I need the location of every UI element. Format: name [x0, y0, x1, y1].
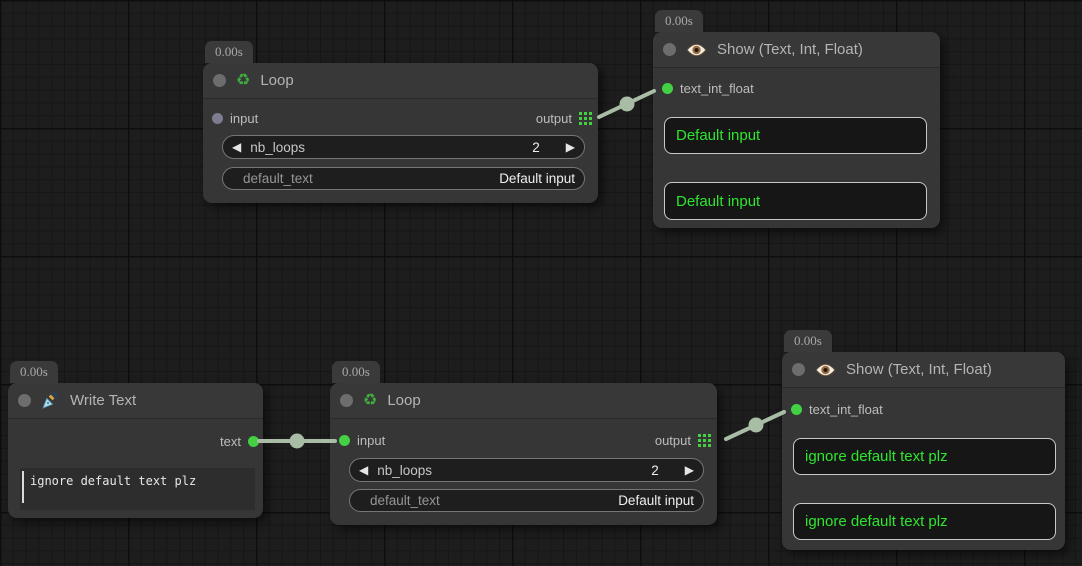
widget-label: nb_loops: [377, 462, 433, 478]
io-row: text_int_float: [791, 397, 1059, 421]
link-midpoint-dot[interactable]: [619, 96, 635, 112]
collapse-dot[interactable]: [663, 43, 676, 56]
widget-value: 2: [651, 462, 659, 478]
output-port[interactable]: [248, 435, 259, 447]
show-value-box[interactable]: Default input: [664, 182, 927, 220]
link-midpoint-dot[interactable]: [289, 433, 305, 449]
input-port[interactable]: [339, 434, 350, 446]
default-text-widget[interactable]: default_text Default input: [222, 167, 585, 190]
recycle-icon: ♻: [363, 391, 378, 409]
text-caret: [22, 471, 24, 503]
widget-label: default_text: [370, 493, 440, 508]
increment-arrow-icon[interactable]: ▶: [684, 463, 694, 477]
recycle-icon: ♻: [236, 71, 251, 89]
execution-time-badge: 0.00s: [784, 330, 832, 352]
show-value-text: ignore default text plz: [805, 513, 948, 530]
node-header[interactable]: ♻ Loop: [203, 63, 598, 99]
nb-loops-widget[interactable]: ◀ nb_loops 2 ▶: [222, 135, 585, 159]
node-show-top[interactable]: 0.00s Show (Text, Int, Float) text_int_f…: [653, 10, 940, 228]
node-title: Show (Text, Int, Float): [846, 361, 992, 378]
fountain-pen-icon: [42, 391, 59, 409]
node-show-bottom[interactable]: 0.00s Show (Text, Int, Float) text_int_f…: [782, 330, 1065, 550]
node-header[interactable]: Show (Text, Int, Float): [782, 352, 1065, 388]
node-title: Write Text: [70, 392, 137, 409]
collapse-dot[interactable]: [792, 363, 805, 376]
execution-time-badge: 0.00s: [332, 361, 380, 383]
link-loop-top-to-show-top: [597, 89, 656, 119]
output-grid-icon[interactable]: [579, 111, 592, 125]
link-midpoint-dot[interactable]: [748, 417, 764, 433]
decrement-arrow-icon[interactable]: ◀: [359, 463, 369, 477]
input-port-label: text_int_float: [680, 80, 754, 96]
nb-loops-widget[interactable]: ◀ nb_loops 2 ▶: [349, 458, 704, 482]
io-row: text: [17, 429, 259, 453]
input-port[interactable]: [662, 82, 673, 94]
execution-time-badge: 0.00s: [655, 10, 703, 32]
input-port-label: text_int_float: [809, 401, 883, 417]
widget-value: Default input: [499, 171, 575, 186]
widget-value: 2: [532, 139, 540, 155]
node-loop-bottom[interactable]: 0.00s ♻ Loop input output ◀ nb_loops 2 ▶…: [330, 361, 717, 525]
default-text-widget[interactable]: default_text Default input: [349, 489, 704, 512]
output-port-label: output: [654, 432, 691, 448]
input-port[interactable]: [212, 112, 223, 124]
show-value-box[interactable]: ignore default text plz: [793, 503, 1056, 540]
io-row: input output: [212, 106, 592, 130]
widget-label: default_text: [243, 171, 313, 186]
decrement-arrow-icon[interactable]: ◀: [232, 140, 242, 154]
input-port[interactable]: [791, 403, 802, 415]
show-value-text: Default input: [676, 192, 761, 210]
node-header[interactable]: Show (Text, Int, Float): [653, 32, 940, 68]
node-loop-top[interactable]: 0.00s ♻ Loop input output ◀ nb_loops 2 ▶…: [203, 41, 598, 203]
node-title: Loop: [260, 72, 294, 89]
link-loop-bottom-to-show-bottom: [724, 410, 786, 441]
output-port-label: output: [535, 110, 572, 126]
increment-arrow-icon[interactable]: ▶: [565, 140, 575, 154]
text-value: ignore default text plz: [30, 474, 197, 488]
node-title: Show (Text, Int, Float): [717, 41, 863, 58]
widget-value: Default input: [618, 493, 694, 508]
input-port-label: input: [357, 432, 386, 448]
eye-icon: [815, 363, 836, 376]
io-row: text_int_float: [662, 76, 934, 100]
node-header[interactable]: ♻ Loop: [330, 383, 717, 419]
text-input-area[interactable]: ignore default text plz: [20, 468, 255, 510]
output-port-label: text: [220, 433, 241, 449]
node-title: Loop: [387, 392, 421, 409]
io-row: input output: [339, 428, 711, 452]
collapse-dot[interactable]: [340, 394, 353, 407]
eye-icon: [686, 43, 707, 56]
collapse-dot[interactable]: [18, 394, 31, 407]
show-value-text: ignore default text plz: [805, 448, 948, 465]
input-port-label: input: [230, 110, 259, 126]
collapse-dot[interactable]: [213, 74, 226, 87]
output-grid-icon[interactable]: [698, 433, 711, 447]
widget-label: nb_loops: [250, 139, 306, 155]
show-value-text: Default input: [676, 127, 761, 144]
execution-time-badge: 0.00s: [10, 361, 58, 383]
node-write-text[interactable]: 0.00s Write Text text ignore default tex…: [8, 361, 263, 518]
show-value-box[interactable]: Default input: [664, 117, 927, 154]
execution-time-badge: 0.00s: [205, 41, 253, 63]
node-header[interactable]: Write Text: [8, 383, 263, 419]
show-value-box[interactable]: ignore default text plz: [793, 438, 1056, 475]
